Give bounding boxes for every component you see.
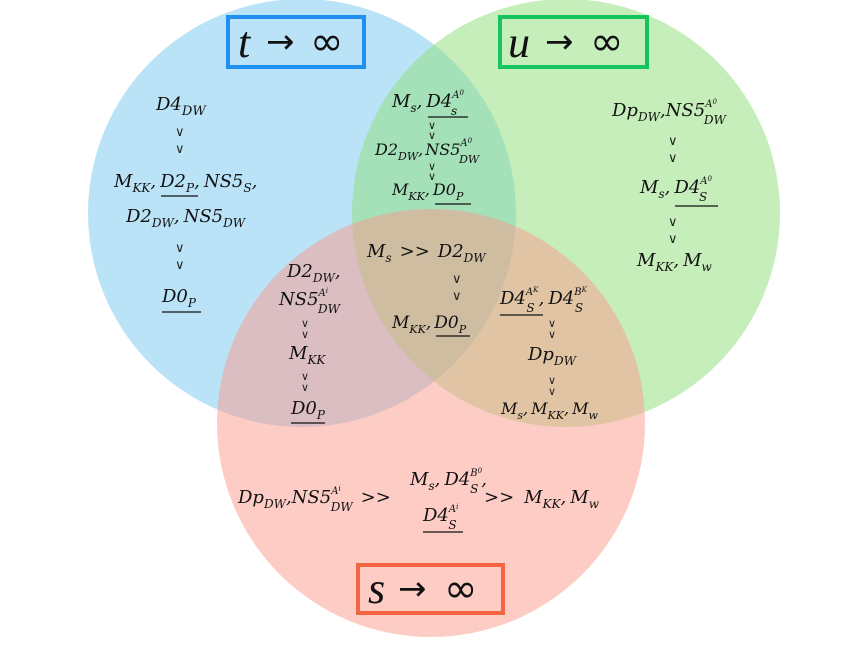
us-l2: DpDW xyxy=(527,344,578,368)
tu-chain-3: ∨ xyxy=(428,160,436,173)
label-u-inf: ∞ xyxy=(590,19,623,65)
label-t-box xyxy=(226,15,366,69)
label-s-var: s xyxy=(368,564,385,613)
label-t-inf: ∞ xyxy=(310,19,343,65)
label-s-inf: ∞ xyxy=(444,566,477,612)
t-l2: MKK,D2P,NS5S, xyxy=(113,171,257,195)
us-chain-1: ∨ xyxy=(548,317,556,330)
circle-s xyxy=(217,209,645,637)
t-chain-4: ∨ xyxy=(175,258,185,273)
center-chain-1: ∨ xyxy=(452,272,462,287)
us-l3: Ms,MKK,Mw xyxy=(500,399,598,422)
t-chain-2: ∨ xyxy=(175,142,185,157)
ts-chain-1: ∨ xyxy=(301,317,309,330)
center-chain-2: ∨ xyxy=(452,289,462,304)
ts-l1: D2DW, xyxy=(286,261,341,285)
ts-l4: D0P xyxy=(290,398,326,422)
label-s-box xyxy=(356,563,505,615)
u-chain-4: ∨ xyxy=(668,232,678,247)
us-chain-2: ∨ xyxy=(548,328,556,341)
ts-chain-4: ∨ xyxy=(301,381,309,394)
t-l4: D0P xyxy=(161,286,197,310)
region-t-only: D4DW ∨ ∨ MKK,D2P,NS5S, D2DW,NS5DW ∨ ∨ D0… xyxy=(113,94,257,313)
label-u-var: u xyxy=(508,18,530,67)
ts-l3: MKK xyxy=(288,343,326,367)
label-t-to-infinity: t → ∞ xyxy=(226,15,366,69)
label-s-arrow: → xyxy=(398,569,427,609)
s-right: >>MKK,Mw xyxy=(484,487,600,511)
t-chain-3: ∨ xyxy=(175,241,185,256)
region-center: Ms>>D2DW ∨ ∨ MKK,D0P xyxy=(366,241,487,337)
label-t-arrow: → xyxy=(266,22,295,62)
label-u-box xyxy=(498,15,649,69)
ts-chain-2: ∨ xyxy=(301,328,309,341)
ts-chain-3: ∨ xyxy=(301,370,309,383)
center-l2: MKK,D0P xyxy=(391,313,467,336)
tu-l3: MKK,D0P xyxy=(391,180,464,203)
label-t-var: t xyxy=(238,18,252,67)
label-s-to-infinity: s → ∞ xyxy=(356,563,505,615)
tu-chain-2: ∨ xyxy=(428,129,436,142)
center-l1: Ms>>D2DW xyxy=(366,241,487,265)
u-chain-3: ∨ xyxy=(668,215,678,230)
tu-chain-4: ∨ xyxy=(428,170,436,183)
u-chain-1: ∨ xyxy=(668,134,678,149)
us-chain-3: ∨ xyxy=(548,374,556,387)
t-l1: D4DW xyxy=(155,94,207,119)
u-l3: MKK,Mw xyxy=(636,250,713,274)
label-u-to-infinity: u → ∞ xyxy=(498,15,649,69)
label-u-arrow: → xyxy=(545,22,574,62)
t-l3: D2DW,NS5DW xyxy=(125,206,247,230)
t-chain-1: ∨ xyxy=(175,125,185,140)
us-chain-4: ∨ xyxy=(548,385,556,398)
tu-chain-1: ∨ xyxy=(428,119,436,132)
u-chain-2: ∨ xyxy=(668,151,678,166)
